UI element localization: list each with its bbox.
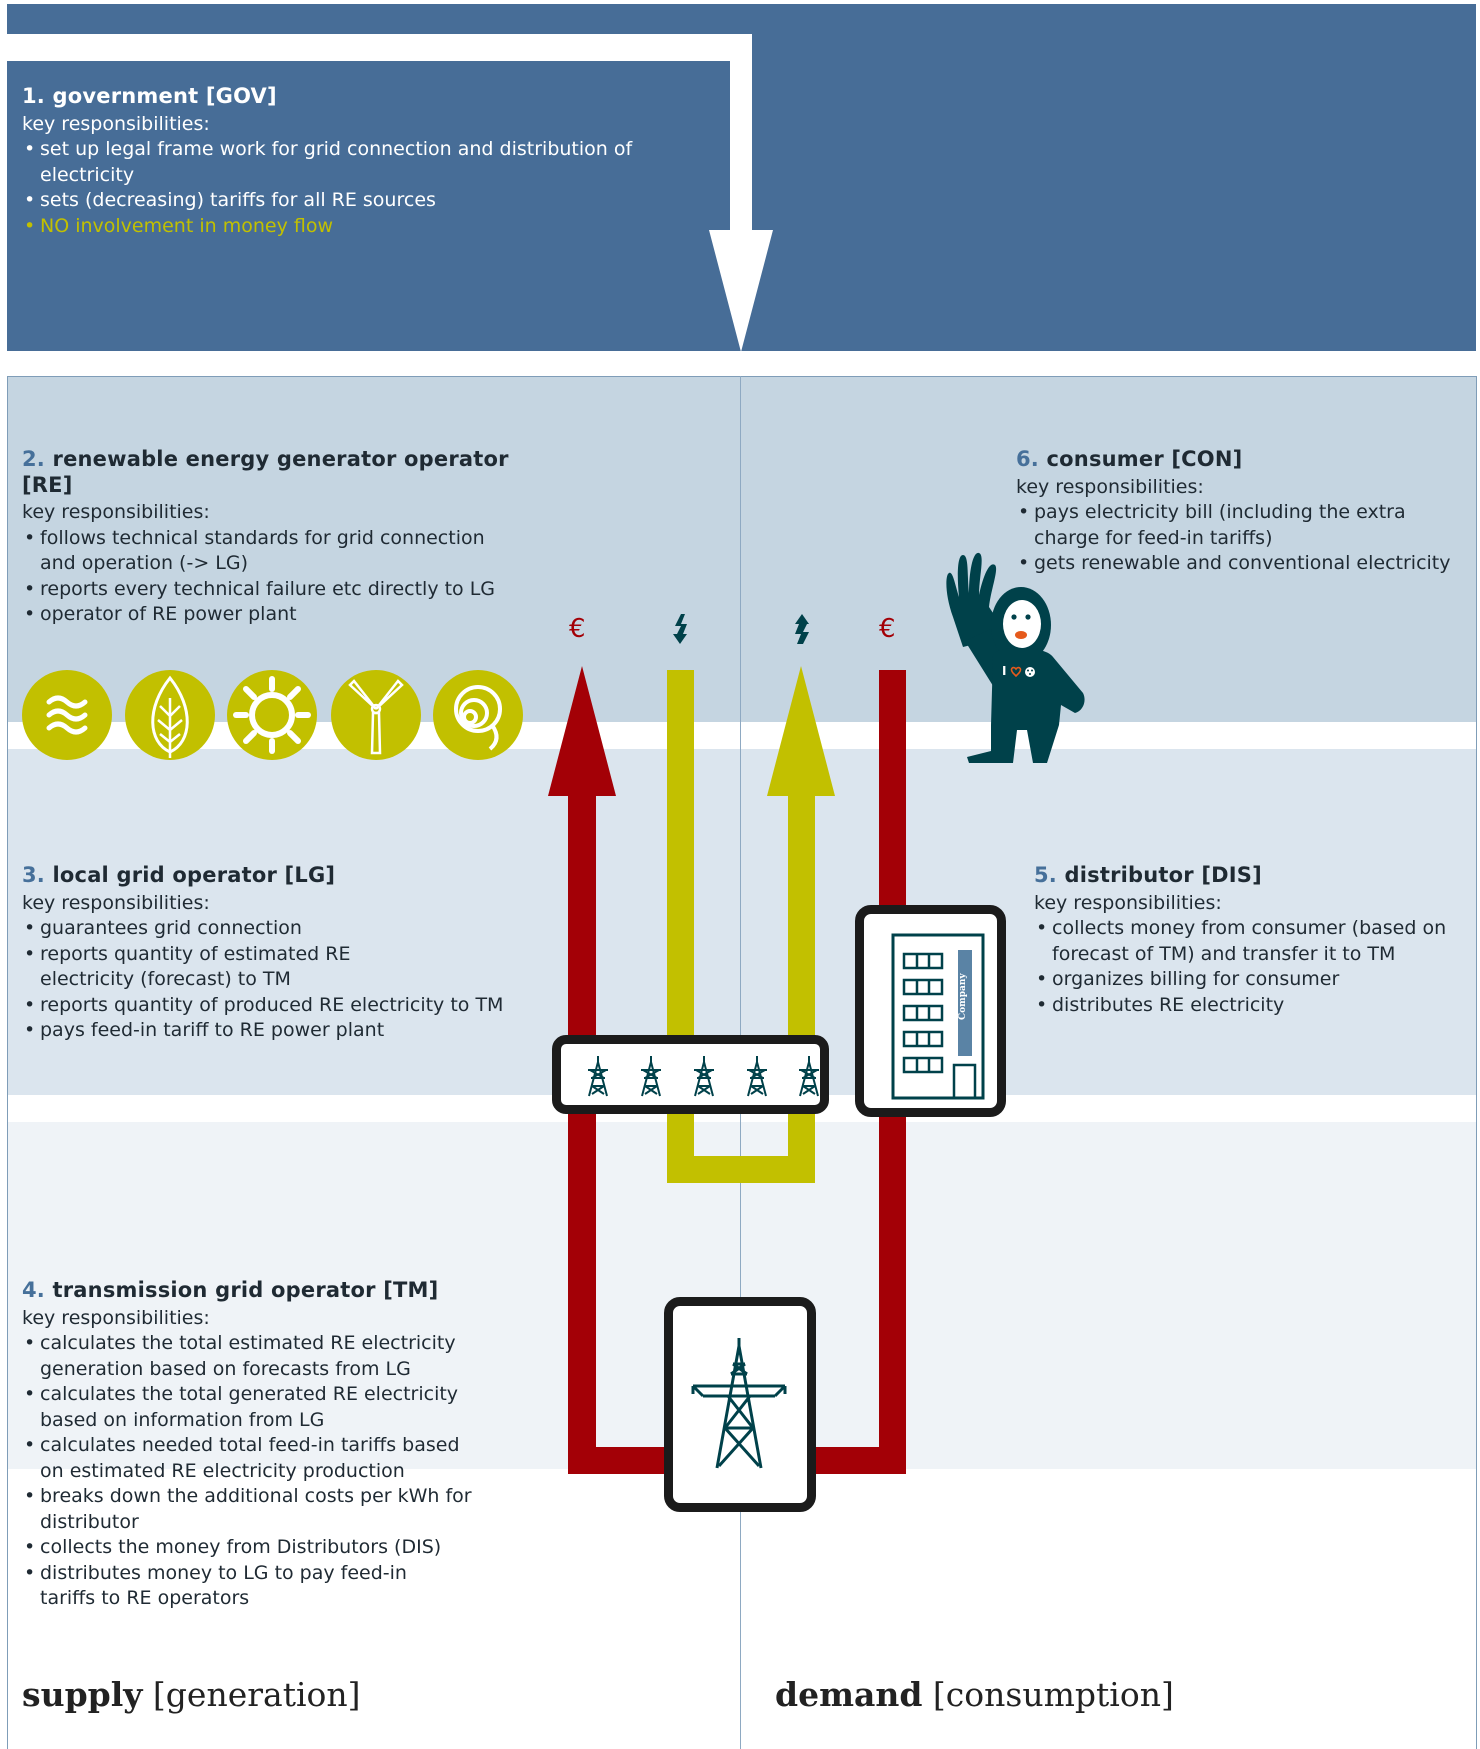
re-section: 2. renewable energy generator operator […: [22, 447, 542, 628]
list-item: calculates needed total feed-in tariffs …: [22, 1433, 460, 1484]
list-item: breaks down the additional costs per kWh…: [22, 1484, 542, 1535]
list-item: reports every technical failure etc dire…: [22, 577, 542, 603]
biomass-leaf-icon: [125, 670, 215, 760]
tm-section: 4. transmission grid operator [TM] key r…: [22, 1278, 542, 1612]
list-item: pays feed-in tariff to RE power plant: [22, 1018, 522, 1044]
local-grid-box: [552, 1035, 829, 1114]
list-item: calculates the total estimated RE electr…: [22, 1331, 460, 1382]
tm-list: calculates the total estimated RE electr…: [22, 1331, 542, 1612]
gov-list: set up legal frame work for grid connect…: [22, 137, 722, 239]
distributor-box: Distribution Company: [855, 905, 1006, 1117]
list-item: reports quantity of estimated RE electri…: [22, 942, 450, 993]
dis-list: collects money from consumer (based on f…: [1034, 916, 1474, 1018]
wind-turbine-icon: [331, 670, 421, 760]
list-item: reports quantity of produced RE electric…: [22, 993, 522, 1019]
dis-subtitle: key responsibilities:: [1034, 891, 1222, 914]
gov-subtitle: key responsibilities:: [22, 112, 210, 135]
consumer-character: I: [946, 552, 1085, 763]
list-item: pays electricity bill (including the ext…: [1016, 500, 1464, 551]
tm-title: 4. transmission grid operator [TM]: [22, 1278, 439, 1302]
list-item: gets renewable and conventional electric…: [1016, 551, 1476, 577]
list-item: organizes billing for consumer: [1034, 967, 1474, 993]
building-label: Distribution Company: [948, 966, 968, 1028]
dis-title: 5. distributor [DIS]: [1034, 863, 1262, 887]
demand-label: demand [consumption]: [775, 1675, 1174, 1714]
supply-label: supply [generation]: [22, 1675, 361, 1714]
frame-top-line: [7, 376, 1477, 377]
con-section: 6. consumer [CON] key responsibilities: …: [1016, 447, 1476, 577]
lg-title: 3. local grid operator [LG]: [22, 863, 336, 887]
list-item: collects money from consumer (based on f…: [1034, 916, 1472, 967]
re-subtitle: key responsibilities:: [22, 501, 210, 523]
transmission-box: [664, 1297, 816, 1512]
geothermal-icon: [433, 670, 523, 760]
re-icons: [22, 670, 523, 760]
con-subtitle: key responsibilities:: [1016, 475, 1204, 498]
list-item: guarantees grid connection: [22, 916, 522, 942]
list-item: calculates the total generated RE electr…: [22, 1382, 460, 1433]
lg-list: guarantees grid connection reports quant…: [22, 916, 522, 1044]
list-item: sets (decreasing) tariffs for all RE sou…: [22, 188, 722, 214]
euro-symbol-left: €: [569, 614, 586, 644]
list-item: distributes RE electricity: [1034, 993, 1474, 1019]
list-item: follows technical standards for grid con…: [22, 526, 490, 577]
electricity-flow-line: [667, 666, 835, 1183]
water-wave-icon: [22, 670, 112, 760]
dis-section: 5. distributor [DIS] key responsibilitie…: [1034, 863, 1474, 1018]
gov-title: 1. government [GOV]: [22, 84, 277, 108]
distribution-building-icon: [891, 933, 985, 1100]
frame-right-line: [1476, 376, 1477, 1749]
gov-section: 1. government [GOV] key responsibilities…: [22, 84, 722, 239]
list-item: set up legal frame work for grid connect…: [22, 137, 722, 188]
sun-icon: [227, 670, 317, 760]
list-item: distributes money to LG to pay feed-in t…: [22, 1561, 460, 1612]
transmission-tower-icon: [691, 1338, 787, 1469]
list-item: operator of RE power plant: [22, 602, 542, 628]
lg-section: 3. local grid operator [LG] key responsi…: [22, 863, 522, 1044]
lg-subtitle: key responsibilities:: [22, 891, 210, 914]
euro-symbol-right: €: [879, 614, 896, 644]
consumer-badge-text: I: [1002, 664, 1006, 678]
list-item: collects the money from Distributors (DI…: [22, 1535, 542, 1561]
re-list: follows technical standards for grid con…: [22, 526, 542, 628]
re-title: 2. renewable energy generator operator […: [22, 447, 509, 497]
con-list: pays electricity bill (including the ext…: [1016, 500, 1476, 577]
lightning-down-icon: [673, 614, 687, 644]
pylon-row: [588, 1056, 819, 1097]
gov-highlight: NO involvement in money flow: [22, 214, 722, 240]
tm-subtitle: key responsibilities:: [22, 1306, 210, 1329]
frame-left-line: [7, 376, 8, 1749]
con-title: 6. consumer [CON]: [1016, 447, 1243, 471]
lightning-up-icon: [795, 614, 809, 644]
